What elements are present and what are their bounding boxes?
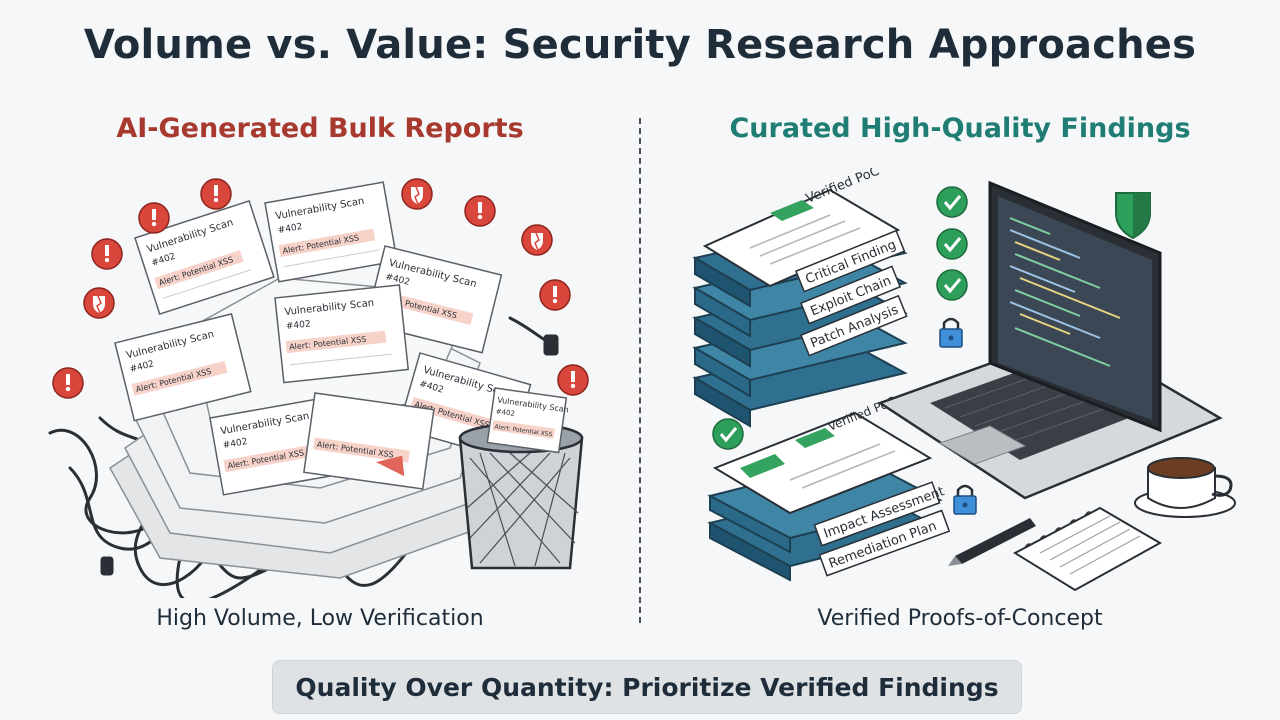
scan-paper: Vulnerability Scan #402 Alert: Potential… xyxy=(264,181,398,283)
alert-icon xyxy=(52,367,84,399)
check-icon xyxy=(936,228,968,260)
check-icon xyxy=(936,269,968,301)
alert-icon xyxy=(91,238,123,270)
lock-icon xyxy=(953,484,977,515)
scan-paper: Vulnerability Scan #402 Alert: Potential… xyxy=(114,313,252,422)
alert-icon xyxy=(138,202,170,234)
right-panel-caption: Verified Proofs-of-Concept xyxy=(817,606,1103,631)
binder-stack-top: Verified PoC Critical Finding Exploit Ch… xyxy=(692,168,908,428)
scan-paper-id: #402 xyxy=(222,437,248,451)
summary-banner: Quality Over Quantity: Prioritize Verifi… xyxy=(272,660,1022,714)
check-icon xyxy=(936,186,968,218)
bin-paper-id: #402 xyxy=(495,407,515,418)
trash-bin: Vulnerability Scan #402 Alert: Potential… xyxy=(458,387,584,570)
code-lines xyxy=(1009,217,1121,367)
shield-icon xyxy=(1115,192,1151,240)
scan-paper-id: #402 xyxy=(286,319,312,332)
right-panel-heading: Curated High-Quality Findings xyxy=(729,113,1191,144)
page-title: Volume vs. Value: Security Research Appr… xyxy=(83,22,1197,68)
broken-shield-icon xyxy=(401,178,433,210)
notepad xyxy=(1012,506,1163,592)
check-icon xyxy=(712,418,744,450)
scan-paper: Alert: Potential XSS xyxy=(303,392,435,490)
alert-icon xyxy=(539,279,571,311)
alert-icon xyxy=(464,195,496,227)
alert-icon xyxy=(557,364,589,396)
scan-paper: Vulnerability Scan #402 Alert: Potential… xyxy=(274,284,410,384)
curated-findings-illustration: Verified PoC Critical Finding Exploit Ch… xyxy=(692,168,1236,592)
alert-icon xyxy=(200,178,232,210)
pen xyxy=(948,518,1036,566)
left-panel-heading: AI-Generated Bulk Reports xyxy=(116,113,524,144)
broken-shield-icon xyxy=(83,287,115,319)
coffee-cup xyxy=(1134,457,1236,518)
laptop xyxy=(877,180,1223,500)
bulk-reports-illustration: Vulnerability Scan #402 Alert: Potential… xyxy=(48,178,589,598)
center-divider xyxy=(639,118,641,623)
left-panel-caption: High Volume, Low Verification xyxy=(156,606,484,631)
lock-icon xyxy=(939,317,963,348)
scan-paper-id: #402 xyxy=(277,222,303,236)
broken-shield-icon xyxy=(521,224,553,256)
